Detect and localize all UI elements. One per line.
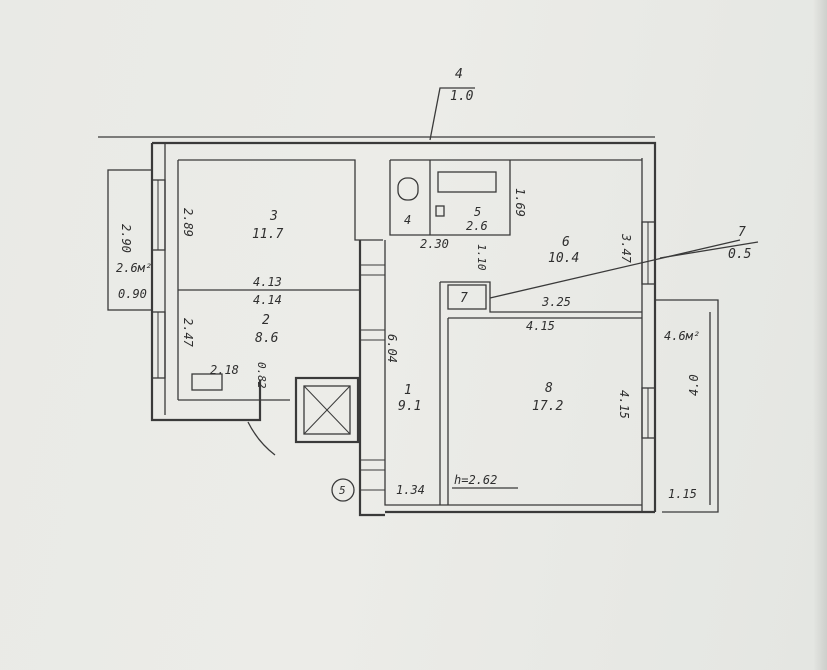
dim-2-30: 2.30: [420, 237, 449, 251]
room-1-number: 1: [404, 383, 412, 398]
balcony-left-area: 2.6м²: [116, 261, 152, 275]
dim-4-0: 4.0: [687, 374, 701, 396]
room3-wall: [178, 159, 383, 241]
dim-1-34: 1.34: [396, 483, 425, 497]
dim-1-15: 1.15: [668, 487, 697, 501]
room-3-area: 11.7: [252, 227, 283, 242]
corridor-right: [384, 240, 642, 506]
dim-0-90: 0.90: [118, 287, 147, 301]
shaft-cross: [294, 376, 360, 444]
dim-4-13: 4.13: [253, 275, 282, 289]
entrance-marker: 5: [339, 484, 346, 497]
bath-block: [389, 160, 511, 236]
dim-2-47: 2.47: [181, 318, 195, 348]
dim-2-18: 2.18: [210, 363, 239, 377]
toilet: [397, 177, 419, 201]
room-7-area: 0.5: [728, 247, 752, 262]
ceiling-height: h=2.62: [454, 473, 497, 487]
window-right-bottom: [641, 387, 656, 439]
page-edge-shadow: [813, 0, 827, 670]
outer-wall-top-right: [152, 141, 657, 512]
window-left-bottom: [151, 311, 166, 379]
door-arc: [247, 421, 276, 456]
closet-7-label: 7: [460, 291, 468, 306]
dim-0-82: 0.82: [255, 362, 268, 389]
room-6-number: 6: [562, 235, 570, 250]
dim-2-90: 2.90: [119, 224, 133, 253]
room-8-number: 8: [545, 381, 553, 396]
leader-room-4: [429, 87, 475, 141]
balcony-right: [655, 299, 719, 513]
corridor-hatches: [360, 264, 385, 491]
dim-3-25: 3.25: [541, 295, 571, 309]
room-1-area: 9.1: [398, 399, 421, 414]
dim-6-04: 6.04: [385, 334, 399, 363]
bathtub: [437, 171, 497, 193]
dim-2-89: 2.89: [181, 208, 195, 237]
outer-wall-left: [150, 143, 262, 422]
room-6-area: 10.4: [548, 251, 579, 266]
room-2-number: 2: [262, 313, 270, 328]
dim-4-15-vertical: 4.15: [617, 390, 631, 419]
wall-6-8: [440, 281, 642, 313]
room-3-number: 3: [269, 209, 278, 224]
room-5-area: 2.6: [466, 219, 488, 233]
entrance-marker-circle: [331, 478, 355, 502]
room-5-number: 5: [474, 205, 481, 219]
window-left-top: [151, 179, 166, 251]
closet-7: [447, 284, 487, 310]
balcony-right-area: 4.6м²: [664, 329, 700, 343]
corridor-left: [358, 240, 385, 517]
room-8-area: 17.2: [532, 399, 563, 414]
room-4-area: 1.0: [450, 89, 474, 104]
leader-room-7b: [659, 241, 759, 259]
room-2-area: 8.6: [255, 331, 279, 346]
dim-4-14: 4.14: [253, 293, 282, 307]
dim-4-small: 4: [404, 213, 411, 227]
dim-3-47: 3.47: [619, 233, 633, 264]
sink: [435, 205, 445, 217]
leader-room-7: [489, 239, 741, 299]
dim-4-15-horizontal: 4.15: [526, 319, 555, 333]
window-right-top: [641, 221, 656, 285]
room-7-number: 7: [738, 225, 746, 240]
stove: [191, 373, 223, 391]
room-4-number: 4: [455, 67, 463, 82]
dim-1-69: 1.69: [513, 188, 527, 217]
dim-1-10: 1.10: [475, 244, 488, 271]
